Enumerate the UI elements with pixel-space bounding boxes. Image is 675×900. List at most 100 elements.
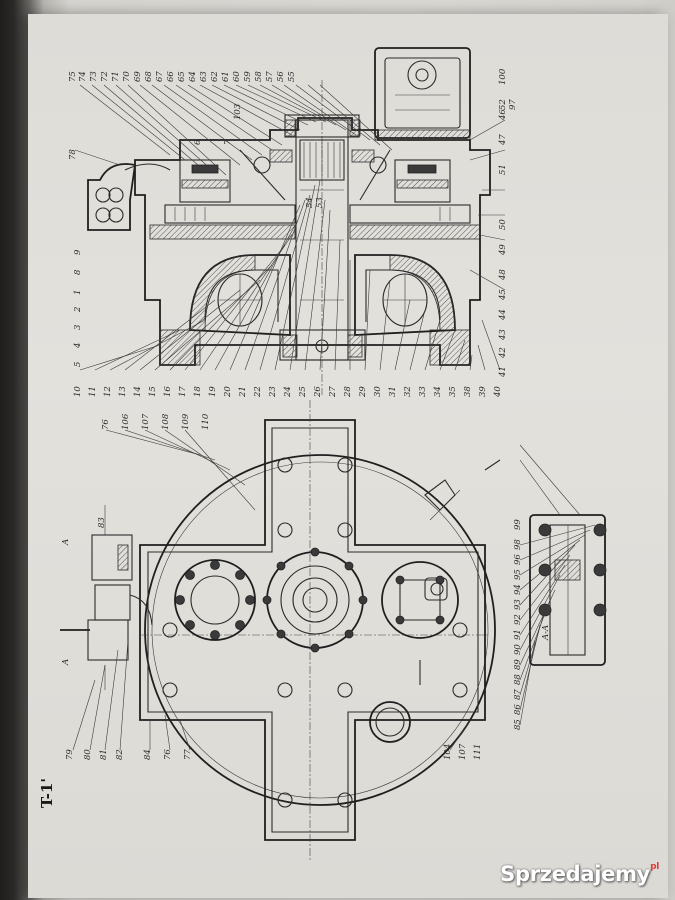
- end-view-leader-lines: [72, 429, 596, 751]
- part-label: 77: [183, 749, 193, 760]
- part-label: 18: [193, 386, 203, 397]
- part-label: 96: [513, 554, 523, 565]
- part-label: 13: [118, 386, 128, 397]
- part-label: 107: [141, 413, 151, 430]
- part-label: A-A: [541, 625, 551, 641]
- part-label: 46: [498, 109, 508, 121]
- part-label: 54: [305, 197, 315, 208]
- part-label: 48: [498, 269, 508, 281]
- part-label: 103: [233, 104, 243, 120]
- part-label: 84: [143, 749, 153, 760]
- part-label: 4: [73, 343, 83, 349]
- part-label: 106: [121, 413, 131, 430]
- part-label: A: [61, 659, 71, 666]
- part-label: 53: [315, 197, 325, 208]
- part-label: 5: [73, 362, 83, 367]
- part-label: 73: [89, 71, 99, 82]
- part-label: 24: [283, 386, 293, 398]
- part-label: 43: [498, 329, 508, 341]
- part-label: 41: [498, 366, 508, 378]
- section-leader-lines: [74, 84, 506, 371]
- part-label: 39: [478, 386, 488, 397]
- part-label: 55: [287, 71, 297, 82]
- part-label: 63: [199, 71, 209, 82]
- part-label: 32: [403, 386, 413, 397]
- part-label: 10: [73, 386, 83, 397]
- part-label: 69: [133, 71, 143, 82]
- part-label: 95: [513, 569, 523, 580]
- part-label: 56: [276, 71, 286, 82]
- part-label: 25: [298, 386, 308, 398]
- part-label: 60: [232, 71, 242, 82]
- part-label: 6: [193, 139, 203, 145]
- part-label: 26: [313, 386, 323, 398]
- part-label: 28: [343, 386, 353, 398]
- part-label: 27: [328, 386, 338, 398]
- watermark-tld: pl: [650, 862, 659, 872]
- part-label: 57: [265, 71, 275, 82]
- part-label: 44: [498, 309, 508, 321]
- part-label: 89: [513, 659, 523, 670]
- part-label: 76: [163, 749, 173, 760]
- part-label: 88: [513, 674, 523, 685]
- part-label: 42: [498, 347, 508, 359]
- part-label: 1: [73, 290, 83, 295]
- part-label: 31: [388, 386, 398, 397]
- part-label: 58: [254, 71, 264, 82]
- section-view: [87, 47, 491, 395]
- part-label: 2: [73, 307, 83, 313]
- part-label: 86: [513, 704, 523, 715]
- part-label: 85: [513, 719, 523, 730]
- part-label: 110: [201, 413, 211, 430]
- part-label: A: [61, 539, 71, 546]
- part-label: 83: [97, 517, 107, 528]
- part-label: 97: [508, 99, 518, 110]
- part-label: 8: [73, 269, 83, 275]
- part-label: 61: [221, 71, 231, 82]
- watermark-logo: Sprzedajemypl: [500, 862, 659, 886]
- part-label: 80: [83, 749, 93, 760]
- part-label: 78: [68, 149, 78, 160]
- part-label: 12: [103, 386, 113, 397]
- part-label: 52: [498, 99, 508, 110]
- part-label: 64: [188, 71, 198, 82]
- part-label: 33: [418, 386, 428, 397]
- part-label: 82: [115, 749, 125, 760]
- part-label: 98: [513, 539, 523, 550]
- part-label: 81: [99, 749, 109, 760]
- part-label: 11: [88, 386, 98, 397]
- part-label: 17: [178, 386, 188, 397]
- part-label: 99: [513, 519, 523, 530]
- part-label: 93: [513, 599, 523, 610]
- part-label: 50: [498, 219, 508, 230]
- part-label: 66: [166, 71, 176, 82]
- part-label: 16: [163, 386, 173, 397]
- part-label: 87: [513, 689, 523, 700]
- part-label: 23: [268, 386, 278, 398]
- part-label: 71: [111, 71, 121, 82]
- part-label: 76: [101, 419, 111, 430]
- part-label: 70: [122, 71, 132, 82]
- part-label: 19: [208, 386, 218, 397]
- part-label: 9: [73, 249, 83, 255]
- part-label: 79: [65, 749, 75, 760]
- part-label: 40: [493, 386, 503, 398]
- part-label: 38: [463, 386, 473, 397]
- part-label: 109: [181, 413, 191, 430]
- end-view: [60, 400, 607, 860]
- part-label: 21: [238, 386, 248, 398]
- part-label: 90: [513, 644, 523, 655]
- part-label: 65: [177, 71, 187, 82]
- part-label: 34: [433, 386, 443, 397]
- part-label: 100: [498, 68, 508, 85]
- part-label: 75: [68, 71, 78, 82]
- part-label: 22: [253, 386, 263, 398]
- part-label: 20: [223, 386, 233, 398]
- part-label: 111: [473, 744, 483, 760]
- part-label: 107: [458, 743, 468, 760]
- part-label: 35: [448, 386, 458, 397]
- part-label: 72: [100, 71, 110, 82]
